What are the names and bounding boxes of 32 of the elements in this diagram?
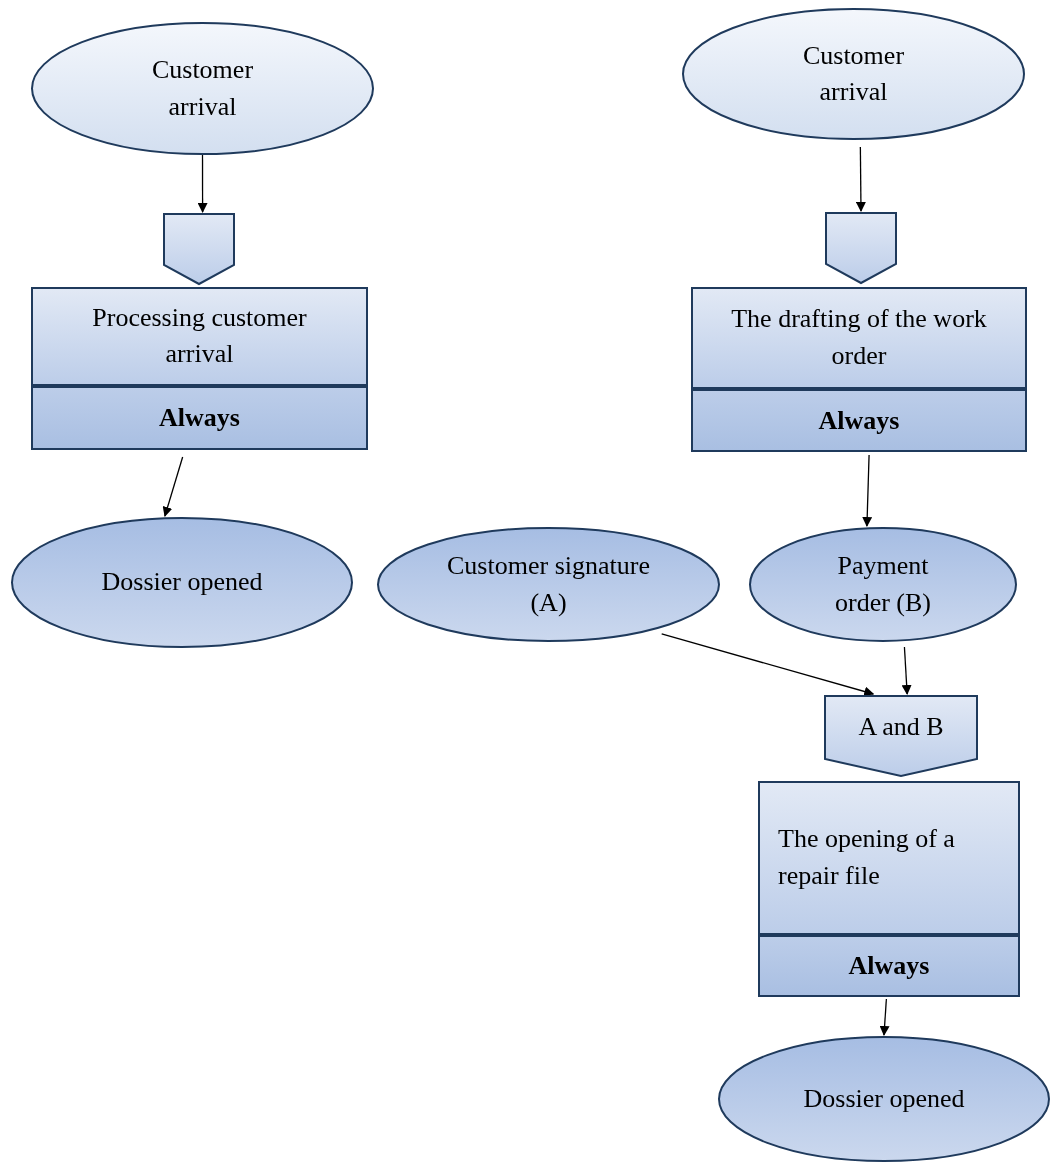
event-ellipse <box>682 8 1025 140</box>
connector-pentagon <box>163 213 235 285</box>
arrow <box>862 454 873 527</box>
node-label: Customer arrival <box>801 39 906 108</box>
process-box <box>758 781 1020 997</box>
arrow <box>901 646 912 695</box>
arrow <box>661 633 875 697</box>
event-ellipse <box>749 527 1017 642</box>
event-ellipse <box>11 517 353 648</box>
node-label: Dossier opened <box>100 566 264 599</box>
event-ellipse <box>31 22 374 155</box>
node-label: A and B <box>857 710 945 743</box>
process-box <box>691 287 1027 452</box>
connector-pentagon <box>824 695 978 777</box>
condition-label: Always <box>818 405 900 436</box>
node-label: The opening of a repair file <box>778 823 956 892</box>
arrow <box>855 146 866 212</box>
node-label: Dossier opened <box>802 1082 966 1115</box>
node-label: Processing customer arrival <box>91 301 308 370</box>
event-ellipse <box>377 527 720 642</box>
condition-label: Always <box>848 951 930 981</box>
arrow <box>879 998 890 1036</box>
condition-label: Always <box>159 403 240 433</box>
arrow <box>197 154 208 213</box>
arrow <box>162 456 184 517</box>
node-label: The drafting of the work order <box>731 303 987 372</box>
connector-pentagon <box>825 212 897 284</box>
process-box <box>31 287 368 450</box>
node-label: Customer signature (A) <box>447 550 650 619</box>
node-label: Payment order (B) <box>834 550 932 619</box>
event-ellipse <box>718 1036 1050 1162</box>
node-label: Customer arrival <box>150 54 255 123</box>
